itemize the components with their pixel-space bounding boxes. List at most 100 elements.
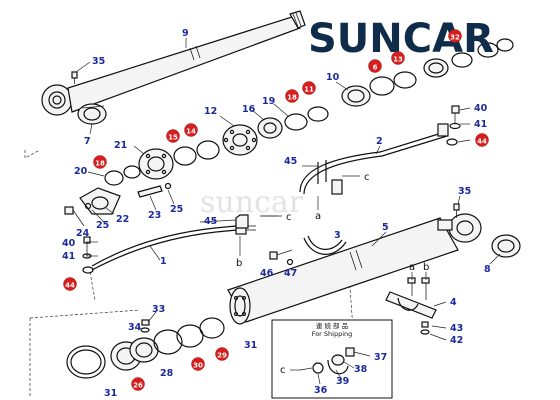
- grease-fitting-right: [453, 203, 460, 218]
- callout-34: 34: [128, 322, 142, 333]
- callout-6-text: 6: [373, 64, 378, 72]
- callout-12: 12: [204, 106, 217, 117]
- callout-30: 30: [191, 357, 205, 371]
- callout-25-left: 25: [96, 220, 109, 231]
- callout-14-text: 14: [186, 128, 196, 136]
- callout-3-text: 3: [334, 230, 341, 241]
- bushing-right: [491, 234, 521, 258]
- callout-45-left-text: 45: [204, 216, 217, 227]
- seal-kit-bottom: [66, 317, 225, 379]
- callout-38: 38: [354, 364, 368, 375]
- callout-4-text: 4: [450, 297, 457, 308]
- callout-24: 24: [76, 228, 90, 239]
- head-rings: [104, 165, 141, 186]
- callout-21-text: 21: [114, 140, 127, 151]
- callout-43-text: 43: [450, 323, 463, 334]
- callout-39: 39: [336, 376, 349, 387]
- callout-22: 22: [116, 214, 129, 225]
- clamp-left: [235, 214, 249, 229]
- letter-a-bracket: a: [409, 262, 415, 273]
- callout-28: 28: [160, 368, 174, 379]
- callout-36-text: 36: [314, 385, 328, 396]
- callout-45-right: 45: [284, 156, 297, 167]
- shipping-box-title-jp: 連 続 部 品: [316, 321, 348, 330]
- callout-44-right-text: 44: [477, 138, 487, 146]
- flange-plate: [79, 187, 121, 215]
- grease-fitting: [71, 71, 78, 84]
- callout-47-text: 47: [284, 268, 297, 279]
- callout-38-text: 38: [354, 364, 368, 375]
- callout-39-text: 39: [336, 376, 349, 387]
- letter-b-mid: b: [236, 258, 242, 269]
- callout-40-right-text: 40: [474, 103, 488, 114]
- callout-40-right: 40: [474, 103, 488, 114]
- callout-15-text: 15: [168, 134, 178, 142]
- callout-35-right: 35: [458, 186, 471, 197]
- callout-9-text: 9: [182, 28, 189, 39]
- callout-16: 16: [242, 104, 256, 115]
- callout-25-right-text: 25: [170, 204, 183, 215]
- cylinder-head: [138, 148, 174, 180]
- callout-13-top: 13: [391, 51, 405, 65]
- callout-35: 35: [92, 56, 105, 67]
- callout-41-left-text: 41: [62, 251, 75, 262]
- callout-12-text: 12: [204, 106, 217, 117]
- bolts-left: [64, 182, 172, 227]
- callout-22-text: 22: [116, 214, 129, 225]
- bolt-left: [82, 236, 92, 259]
- callout-1: 1: [160, 256, 167, 267]
- callout-32-text: 32: [450, 34, 460, 42]
- callout-47: 47: [284, 268, 297, 279]
- callout-23-text: 23: [148, 210, 161, 221]
- letter-c-box: c: [280, 365, 286, 376]
- callout-10: 10: [326, 72, 340, 83]
- callout-44-left-text: 44: [65, 282, 75, 290]
- callout-5-text: 5: [382, 222, 389, 233]
- callout-40-left: 40: [62, 238, 76, 249]
- bolt-right: [446, 105, 461, 146]
- callout-43: 43: [450, 323, 463, 334]
- callout-labels: 9 35 7 10 11 18 6 13 32 19 16 12 21 15 1…: [62, 28, 491, 399]
- callout-24-text: 24: [76, 228, 90, 239]
- letter-c-mid: c: [286, 212, 292, 223]
- callout-31-left-text: 31: [104, 388, 117, 399]
- callout-23: 23: [148, 210, 161, 221]
- callout-11-text: 11: [304, 86, 314, 94]
- piston-nut: [257, 106, 329, 139]
- callout-45-left: 45: [204, 216, 217, 227]
- leader-lines: [75, 38, 501, 385]
- shipping-box-title-en: For Shipping: [312, 330, 353, 338]
- callout-28-text: 28: [160, 368, 174, 379]
- callout-41-right-text: 41: [474, 119, 487, 130]
- callout-18-left: 18: [93, 155, 107, 169]
- callout-35-text: 35: [92, 56, 105, 67]
- callout-21: 21: [114, 140, 127, 151]
- pipe-bracket: [385, 277, 437, 335]
- callout-14: 14: [184, 123, 198, 137]
- callout-25-left-text: 25: [96, 220, 109, 231]
- callout-19: 19: [262, 96, 275, 107]
- bolt-46-47: [269, 249, 294, 266]
- connection-arrows: [239, 175, 427, 371]
- callout-31-left: 31: [104, 388, 117, 399]
- callout-18-top: 18: [285, 89, 299, 103]
- callout-36: 36: [314, 385, 328, 396]
- callout-46: 46: [260, 268, 274, 279]
- callout-42-text: 42: [450, 335, 463, 346]
- callout-32: 32: [448, 29, 462, 43]
- letter-c-upper: c: [364, 172, 370, 183]
- piston-rod: [41, 10, 306, 116]
- callout-37-text: 37: [374, 352, 387, 363]
- watermark-text: suncar: [200, 185, 304, 220]
- callout-11: 11: [302, 81, 316, 95]
- callout-31-right-text: 31: [244, 340, 257, 351]
- callout-18-left-text: 18: [95, 160, 105, 168]
- callout-13-top-text: 13: [393, 56, 403, 64]
- callout-30-text: 30: [193, 362, 203, 370]
- callout-7: 7: [84, 136, 91, 147]
- callout-40-left-text: 40: [62, 238, 76, 249]
- callout-42: 42: [450, 335, 463, 346]
- callout-25-right: 25: [170, 204, 183, 215]
- callout-9: 9: [182, 28, 189, 39]
